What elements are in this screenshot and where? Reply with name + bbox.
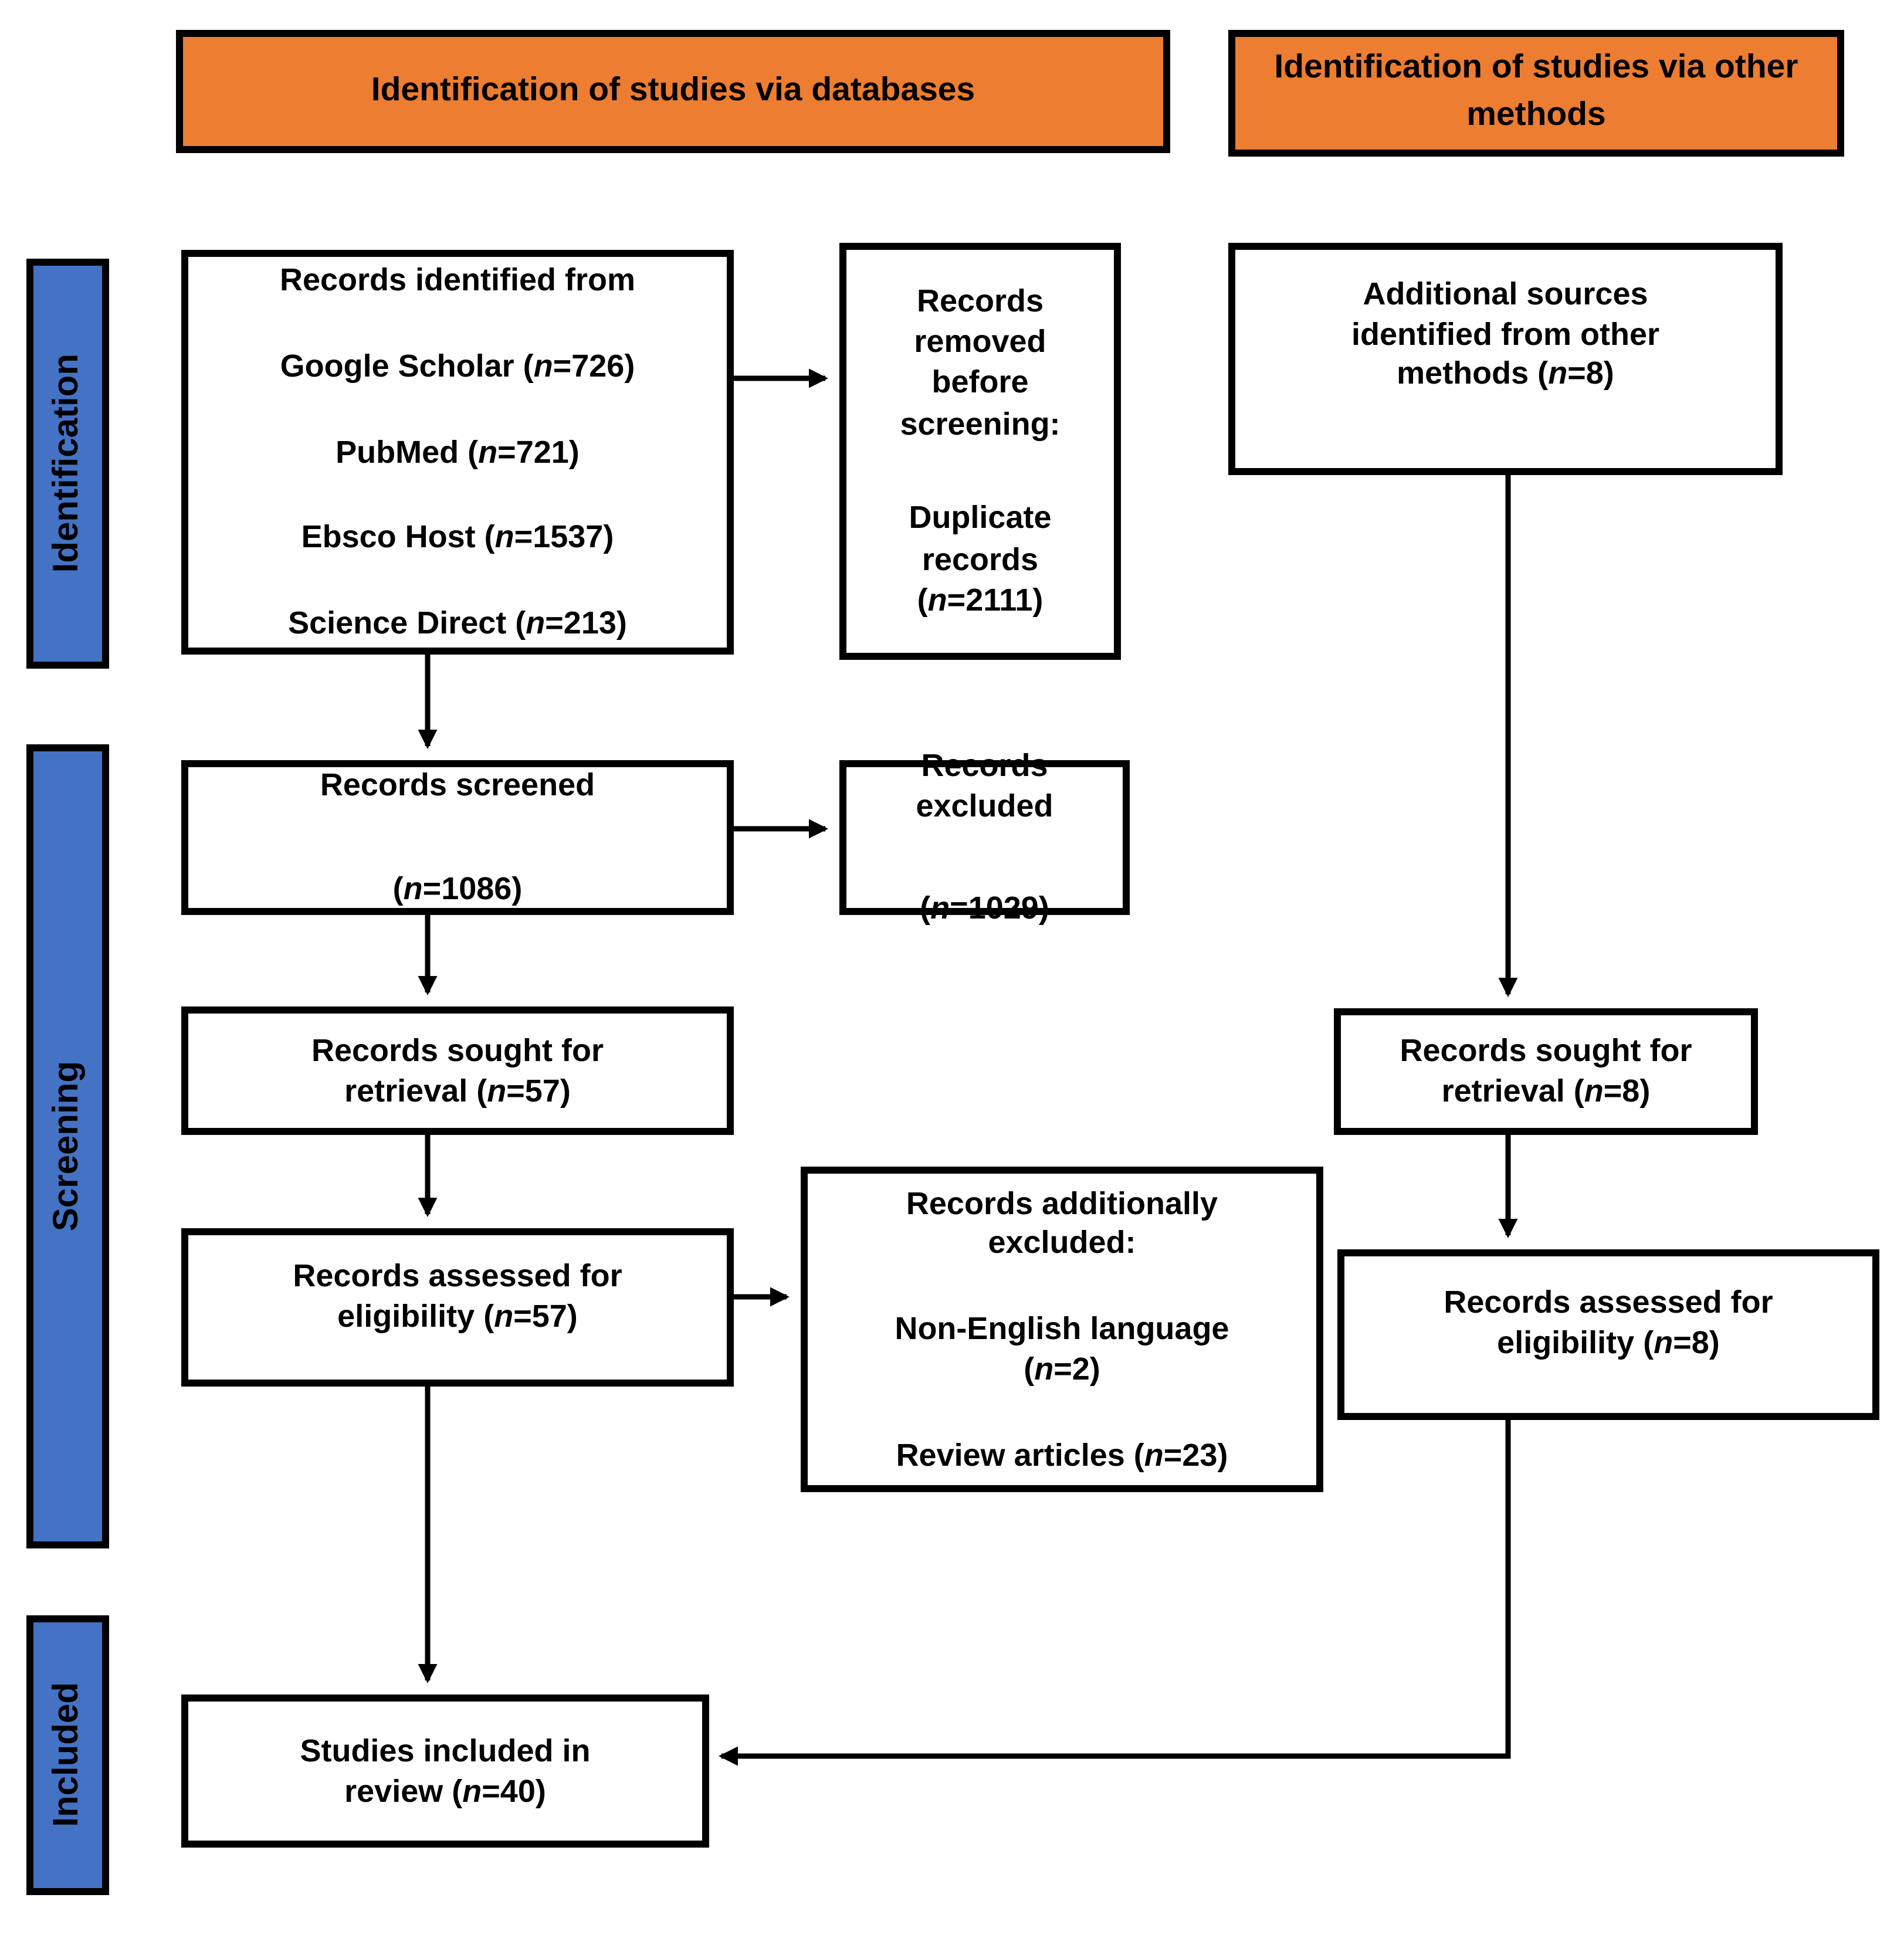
text-line: Non-English language (n=2) <box>895 1311 1229 1387</box>
text-line: (n=1086) <box>392 871 523 906</box>
text-line: Additional sources identified from other… <box>1351 276 1659 392</box>
box-records-assessed-eligibility-other: Records assessed for eligibility (n=8) <box>1337 1249 1879 1420</box>
text-line: Review articles (n=23) <box>896 1436 1228 1472</box>
header-identification-via-databases: Identification of studies via databases <box>176 30 1170 153</box>
text-line: Duplicate records (n=2111) <box>909 500 1052 618</box>
box-records-additionally-excluded: Records additionally excluded: Non-Englis… <box>801 1167 1323 1492</box>
box-records-sought-retrieval-other: Records sought for retrieval (n=8) <box>1334 1008 1758 1135</box>
text-line: Records additionally excluded: <box>906 1185 1218 1261</box>
box-studies-included: Studies included in review (n=40) <box>181 1695 709 1848</box>
sidebar-phase-included: Included <box>26 1615 109 1895</box>
text-line: (n=1029) <box>920 891 1049 927</box>
text-line: Records sought for retrieval (n=8) <box>1400 1033 1692 1109</box>
sidebar-label: Screening <box>48 1061 86 1232</box>
box-records-removed-before-screening: Records removed before screening: Duplica… <box>839 243 1121 660</box>
text-line: Records excluded <box>916 748 1053 824</box>
header-label: Identification of studies via other meth… <box>1274 50 1798 134</box>
sidebar-label: Identification <box>48 354 86 574</box>
header-identification-via-other-methods: Identification of studies via other meth… <box>1228 30 1844 157</box>
text-line: Records sought for retrieval (n=57) <box>311 1032 604 1108</box>
text-line: Records assessed for eligibility (n=57) <box>293 1258 622 1334</box>
box-records-sought-retrieval: Records sought for retrieval (n=57) <box>181 1006 734 1135</box>
text-line: Science Direct (n=213) <box>288 605 627 640</box>
text-line: Google Scholar (n=726) <box>280 348 635 384</box>
text-line: Records screened <box>320 767 595 803</box>
text-line: Records assessed for eligibility (n=8) <box>1444 1284 1773 1360</box>
box-records-screened: Records screened (n=1086) <box>181 760 734 915</box>
box-records-assessed-eligibility: Records assessed for eligibility (n=57) <box>181 1228 734 1387</box>
text-line: Records removed before screening: <box>900 282 1061 442</box>
text-line: Ebsco Host (n=1537) <box>301 519 614 555</box>
sidebar-label: Included <box>48 1683 86 1828</box>
text-line: PubMed (n=721) <box>336 433 580 469</box>
sidebar-phase-identification: Identification <box>26 259 109 669</box>
header-label: Identification of studies via databases <box>371 72 975 109</box>
box-additional-sources: Additional sources identified from other… <box>1228 243 1783 475</box>
box-records-excluded: Records excluded (n=1029) <box>839 748 1130 926</box>
sidebar-phase-screening: Screening <box>26 744 109 1548</box>
text-line: Studies included in review (n=40) <box>300 1733 591 1808</box>
text-line: Records identified from <box>279 262 636 298</box>
